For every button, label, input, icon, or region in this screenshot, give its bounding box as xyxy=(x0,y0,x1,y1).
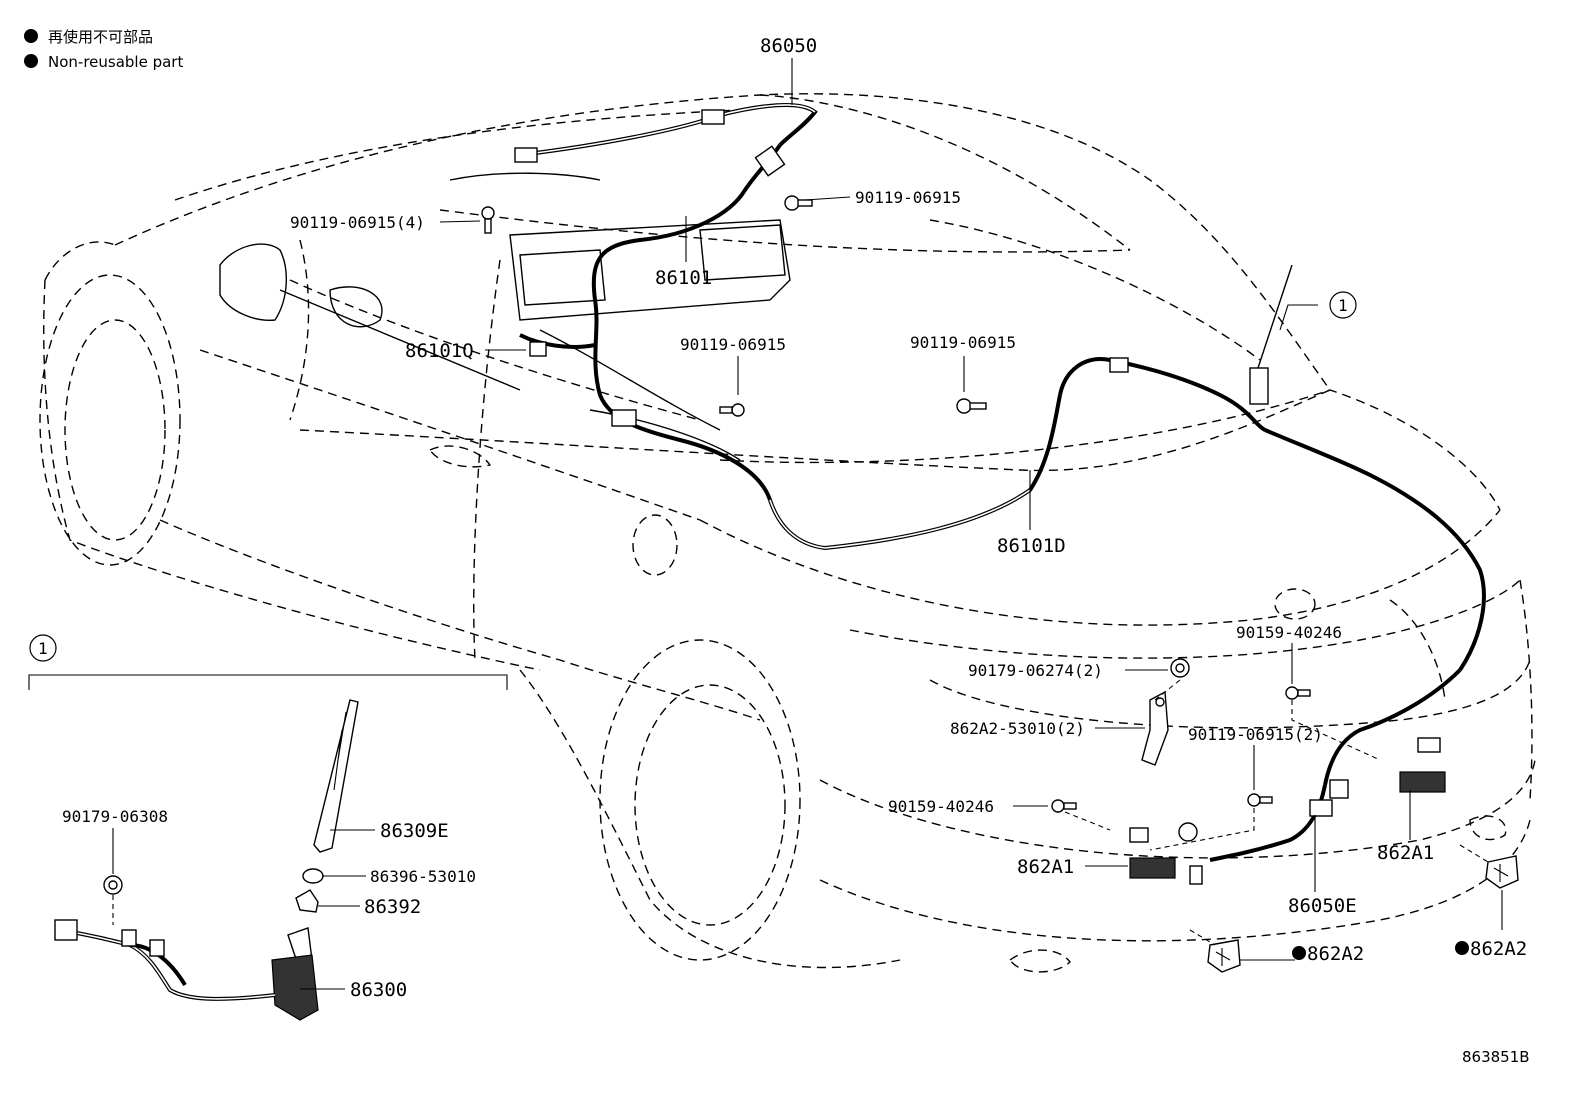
non-reusable-bullet-icon xyxy=(24,54,38,68)
connector-icon xyxy=(1189,865,1203,885)
label-90119-06915-2: 90119-06915(2) xyxy=(1188,725,1323,744)
amplifier-connector-icon xyxy=(1129,857,1176,879)
cover-icon xyxy=(295,889,319,913)
bracket-862a2-53010 xyxy=(1141,690,1169,766)
amplifier-connector-icon xyxy=(1399,771,1446,793)
label-90119-06915-mid-left: 90119-06915 xyxy=(680,335,786,354)
inset-detail-1: 1 90179-06308 86309E 86396-53010 xyxy=(28,634,508,1021)
legend: 再使用不可部品 Non-reusable part xyxy=(24,28,183,71)
label-86396-53010: 86396-53010 xyxy=(370,867,476,886)
label-862a1-right: 862A1 xyxy=(1377,842,1434,864)
label-86101: 86101 xyxy=(655,267,712,289)
label-86309e: 86309E xyxy=(380,820,449,842)
connector-icon xyxy=(1178,822,1198,842)
label-86300: 86300 xyxy=(350,979,407,1001)
label-90119-06915-4: 90119-06915(4) xyxy=(290,213,425,232)
fasteners xyxy=(481,195,1311,813)
svg-text:862A2: 862A2 xyxy=(1307,943,1364,965)
inset-callout-1: 1 xyxy=(29,634,57,662)
label-90159-40246-left: 90159-40246 xyxy=(888,797,994,816)
bolt-icon xyxy=(719,403,745,417)
label-90119-06915-mid-right: 90119-06915 xyxy=(910,333,1016,352)
clip-icon xyxy=(701,109,725,125)
connector-icon xyxy=(54,919,78,941)
car-body-outline xyxy=(39,93,1536,973)
bolt-icon xyxy=(1285,686,1311,700)
label-86050: 86050 xyxy=(760,35,817,57)
connector-icon xyxy=(121,929,137,947)
label-86392: 86392 xyxy=(364,896,421,918)
leader-lines xyxy=(439,58,1503,961)
connector-icon xyxy=(611,409,637,427)
label-862a2-53010-2: 862A2-53010(2) xyxy=(950,719,1085,738)
side-mirror xyxy=(219,243,521,391)
connector-icon xyxy=(1329,779,1349,799)
label-90179-06308: 90179-06308 xyxy=(62,807,168,826)
bolt-icon xyxy=(956,398,987,414)
connector-icon xyxy=(1417,737,1441,753)
connector-icon xyxy=(754,145,786,177)
bolt-icon xyxy=(1051,799,1077,813)
clip-icon xyxy=(1109,357,1129,373)
label-86050e: 86050E xyxy=(1288,895,1357,917)
harness-clips xyxy=(514,109,1446,885)
antenna-housing-icon xyxy=(271,954,319,1021)
non-reusable-bullet-icon xyxy=(24,29,38,43)
connector-icon xyxy=(1309,799,1333,817)
label-90119-06915-top-right: 90119-06915 xyxy=(855,188,961,207)
svg-text:1: 1 xyxy=(1338,296,1348,315)
bolt-icon xyxy=(1247,793,1273,807)
clip-icon xyxy=(514,147,538,163)
bushing-icon xyxy=(302,868,324,884)
legend-japanese: 再使用不可部品 xyxy=(48,28,153,46)
connector-icon xyxy=(149,939,165,957)
svg-text:1: 1 xyxy=(38,639,48,658)
non-reusable-bullet-icon xyxy=(1455,941,1469,955)
non-reusable-bullet-icon xyxy=(1292,946,1306,960)
label-862a1-left: 862A1 xyxy=(1017,856,1074,878)
label-862a2-mid: 862A2 xyxy=(1292,943,1364,965)
clip-862a2-mid xyxy=(1207,939,1241,973)
label-90159-40246-right: 90159-40246 xyxy=(1236,623,1342,642)
bolt-icon xyxy=(481,206,495,234)
label-862a2-right: 862A2 xyxy=(1455,938,1527,960)
label-86101d: 86101D xyxy=(997,535,1066,557)
dashboard-interior xyxy=(329,172,791,461)
label-86101q: 86101Q xyxy=(405,340,474,362)
antenna-base-icon xyxy=(1249,367,1269,405)
callout-1-main: 1 xyxy=(1329,291,1357,319)
connector-icon xyxy=(1129,827,1149,843)
antenna-cord-harness xyxy=(519,103,1486,862)
clip-862a2-right xyxy=(1485,855,1519,889)
legend-english: Non-reusable part xyxy=(48,53,183,71)
svg-text:862A2: 862A2 xyxy=(1470,938,1527,960)
nut-icon xyxy=(103,875,123,895)
bolt-icon xyxy=(784,195,813,211)
part-labels: 86050 90119-06915 90119-06915(4) 86101 8… xyxy=(290,35,1527,965)
clip-icon xyxy=(529,341,547,357)
drawing-code: 863851B xyxy=(1462,1048,1530,1066)
label-90179-06274-2: 90179-06274(2) xyxy=(968,661,1103,680)
nut-icon xyxy=(1170,658,1190,678)
